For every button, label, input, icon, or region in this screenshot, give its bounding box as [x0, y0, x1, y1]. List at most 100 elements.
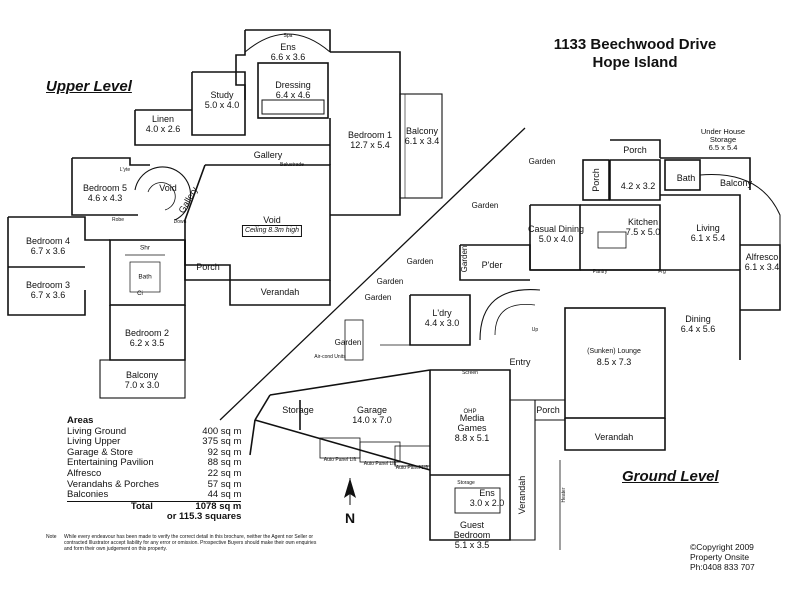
room-bath-ground: Bath — [676, 173, 696, 183]
room-storage: Storage — [282, 405, 314, 415]
room-porch-ground-2: Porch — [591, 168, 601, 192]
label-lyte: L'yte — [119, 167, 131, 173]
wall — [254, 419, 431, 471]
wall — [269, 369, 431, 396]
label-ci: Ci — [137, 291, 143, 297]
address-line2: Hope Island — [592, 54, 678, 71]
wall — [109, 239, 186, 306]
wall — [580, 204, 661, 271]
disclaimer-note: Note While every endeavour has been made… — [46, 534, 326, 552]
north-arrow-icon — [344, 478, 356, 505]
note-text: While every endeavour has been made to v… — [64, 534, 317, 552]
room-gallery: Gallery — [253, 150, 283, 160]
ground-level-label: Ground Level — [622, 468, 719, 485]
garden-label: Garden — [460, 245, 469, 273]
wall — [429, 370, 511, 541]
label-shower: Shr — [139, 244, 151, 252]
label-spa: Spa — [283, 33, 293, 39]
garden-label: Garden — [376, 277, 404, 286]
label-balustrade: Balustrade — [280, 162, 304, 168]
wall — [191, 71, 246, 136]
garden-label: Garden — [334, 338, 362, 347]
label-aircon: Air-cond Units — [314, 354, 346, 360]
label-up: Up — [531, 327, 539, 333]
level-divider — [219, 127, 526, 421]
room-verandah-ground: Verandah — [594, 432, 634, 442]
wall — [72, 157, 150, 166]
wall — [229, 280, 331, 306]
wall — [460, 244, 531, 270]
wall — [184, 240, 230, 281]
label-auto-panel-lift: Auto Panel Lift — [363, 461, 397, 467]
label-down: Down — [173, 219, 187, 225]
garden-label: Garden — [406, 257, 434, 266]
wall — [245, 29, 331, 52]
wall — [8, 216, 110, 241]
wall — [399, 93, 443, 199]
room-porch-ground-3: Porch — [536, 405, 560, 415]
copyright-line2: Property Onsite — [690, 552, 750, 562]
note-label: Note — [46, 534, 57, 540]
wall — [609, 159, 661, 201]
wall — [7, 217, 86, 316]
wall — [99, 359, 186, 399]
wall — [459, 245, 530, 281]
wall — [430, 369, 511, 395]
areas-total-alt-row: or 115.3 squares — [166, 511, 242, 523]
label-screen: Screen — [462, 370, 478, 376]
label-ohp: OHP — [463, 409, 477, 415]
north-label: N — [345, 510, 356, 526]
label-auto-panel-lift: Auto Panel Lift — [395, 465, 429, 471]
room-balcony-ground: Balcony — [719, 178, 753, 188]
copyright-line1: Copyright 2009 — [696, 542, 754, 552]
wall — [582, 159, 610, 201]
label-storage-small: Storage — [457, 480, 475, 486]
wall — [564, 418, 666, 451]
property-address: 1133 Beechwood Drive Hope Island — [520, 36, 750, 72]
wall — [409, 294, 471, 346]
wall — [510, 399, 536, 541]
wall — [660, 157, 751, 190]
room-powder: P'der — [481, 260, 503, 270]
wall — [205, 164, 331, 215]
label-bath: Bath — [138, 273, 152, 281]
label-fridge: Frg — [658, 269, 666, 275]
label-auto-panel-lift: Auto Panel Lift — [323, 457, 357, 463]
wall — [257, 62, 329, 119]
wall — [740, 244, 781, 311]
room-entry: Entry — [509, 357, 531, 367]
label-robe: Robe — [112, 217, 124, 223]
room-porch-ground-1: Porch — [623, 145, 647, 155]
